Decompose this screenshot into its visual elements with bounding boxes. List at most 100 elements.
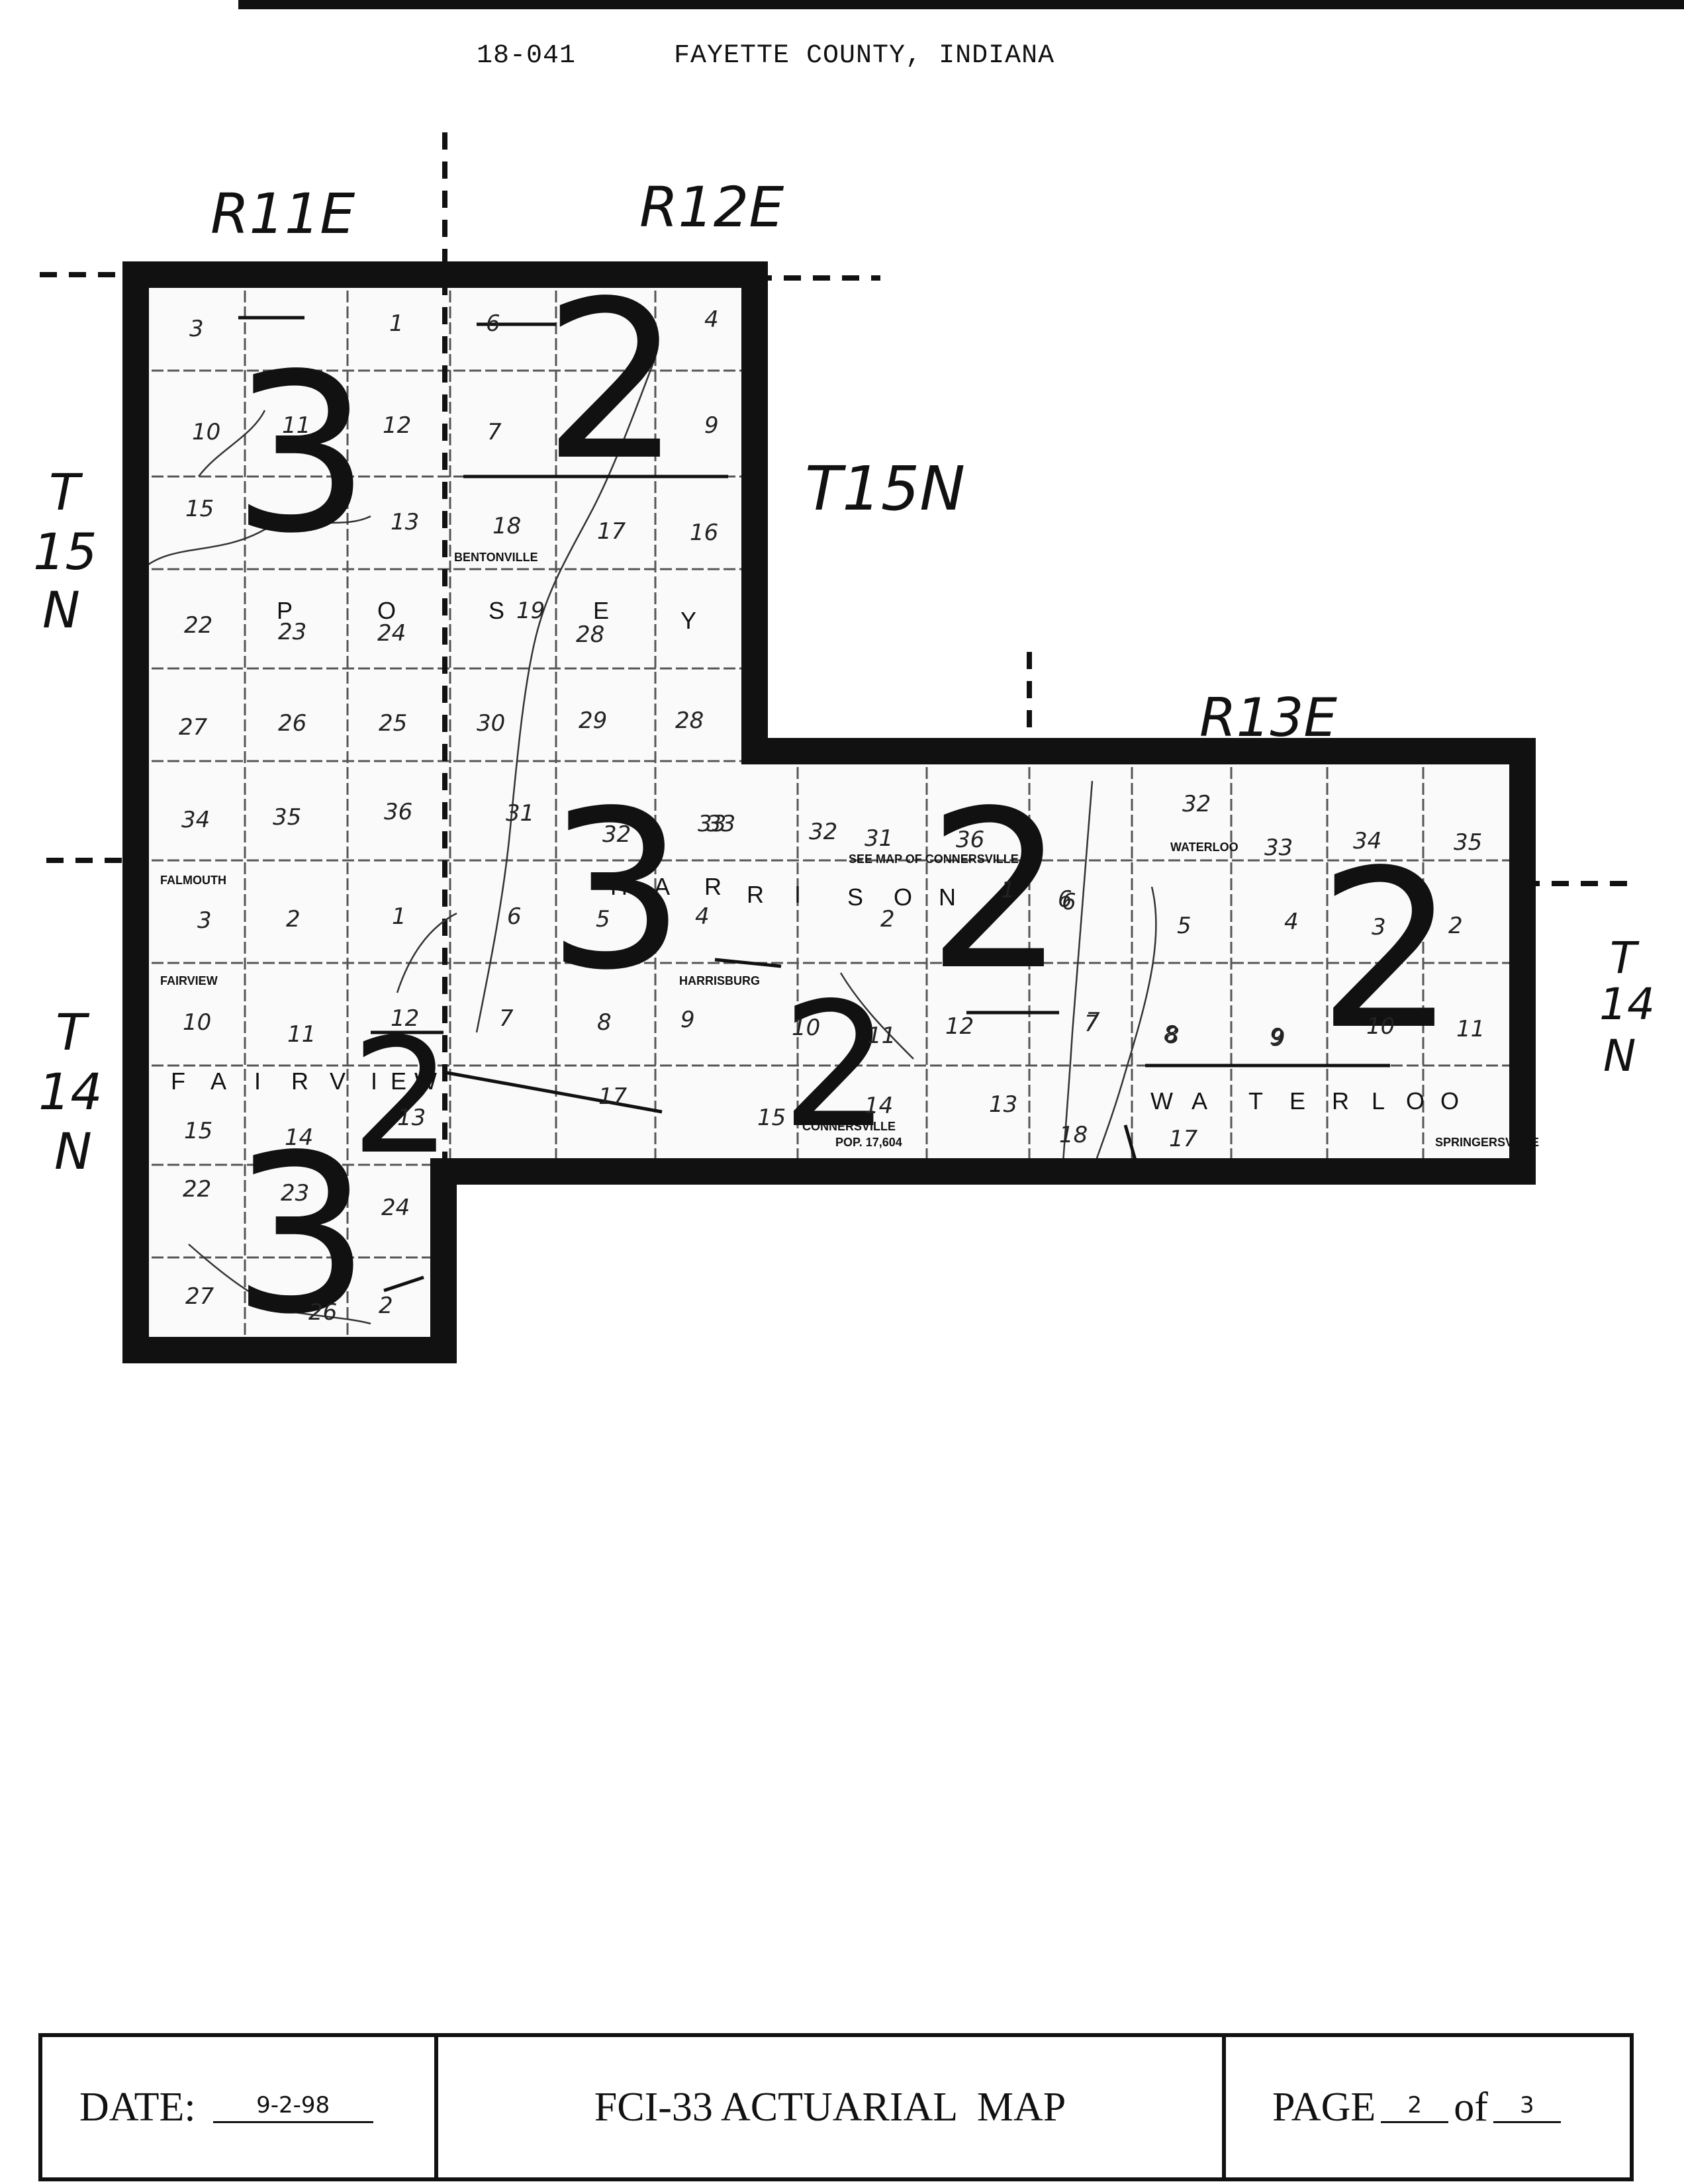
section-number: 28	[675, 707, 704, 734]
section-number: 6	[1062, 889, 1076, 915]
section-number: 11	[282, 412, 310, 439]
section-number: 25	[379, 710, 407, 737]
township-letter: R	[1332, 1087, 1349, 1115]
rating-number: 2	[927, 764, 1066, 1018]
township-letter: O	[1406, 1087, 1425, 1115]
township-label-left-n: N	[42, 580, 80, 639]
place-falmouth: FALMOUTH	[160, 874, 226, 887]
section-number: 22	[184, 612, 212, 639]
section-number: 3	[189, 316, 204, 342]
rating-number: 2	[543, 254, 682, 508]
section-number: 13	[989, 1091, 1017, 1118]
place-connersville: CONNERSVILLE	[802, 1120, 896, 1133]
date-value: 9-2-98	[212, 2092, 373, 2123]
township-letter: A	[1192, 1087, 1207, 1115]
county-title: FAYETTE COUNTY, INDIANA	[674, 41, 1055, 71]
date-label: DATE:	[79, 2084, 196, 2130]
county-boundary	[122, 261, 1536, 1363]
section-number: 28	[576, 621, 604, 648]
township-label-left14-n: N	[54, 1122, 92, 1181]
section-number: 12	[391, 1005, 419, 1032]
section-number: 10	[192, 419, 220, 445]
township-label-left-t: T	[49, 463, 83, 522]
section-number: 26	[278, 710, 306, 737]
page-total: 3	[1493, 2092, 1561, 2123]
section-number: 23	[278, 619, 306, 645]
section-number: 24	[381, 1195, 410, 1221]
section-number: 5	[1177, 913, 1192, 939]
section-number: 10	[792, 1015, 820, 1041]
section-number: 6	[486, 310, 500, 337]
section-number: 4	[695, 903, 710, 930]
section-number: 15	[185, 496, 214, 522]
place-springersville: SPRINGERSVILLE	[1435, 1136, 1539, 1149]
township-letter: Y	[680, 607, 696, 634]
township-letter: I	[254, 1068, 261, 1095]
map-title-cell: FCI-33 ACTUARIAL MAP	[438, 2037, 1226, 2177]
place-harrisburg: HARRISBURG	[679, 974, 760, 987]
section-number: 27	[179, 714, 208, 741]
section-number: 5	[596, 906, 610, 933]
section-number: 7	[1084, 1011, 1099, 1037]
section-number: 1	[1001, 877, 1015, 903]
township-letter: O	[377, 597, 396, 624]
page-label: PAGE	[1272, 2084, 1376, 2130]
place-waterloo: WATERLOO	[1170, 841, 1239, 854]
township-letter: H	[610, 873, 628, 900]
section-number: 31	[865, 825, 893, 852]
section-number: 8	[1164, 1021, 1178, 1048]
township-letter: N	[939, 884, 956, 911]
section-number: 7	[499, 1005, 514, 1032]
section-number: 2	[880, 906, 895, 933]
range-label-r12e: R12E	[639, 175, 784, 240]
section-number: 3	[1372, 914, 1386, 940]
section-number: 26	[308, 1299, 337, 1326]
section-numbers: 3 1 6 4 10 11 12 7 9 15 13 18 17 16 22 2…	[179, 306, 1485, 1326]
township-letter: I	[371, 1068, 377, 1095]
rating-number: 3	[232, 327, 371, 581]
section-number: 34	[181, 807, 210, 833]
section-number: 9	[680, 1007, 695, 1033]
section-number: 30	[477, 710, 505, 737]
rating-number: 2	[1317, 823, 1456, 1077]
date-cell: DATE: 9-2-98	[42, 2037, 438, 2177]
township-letter: E	[1289, 1087, 1305, 1115]
section-number: 2	[1448, 913, 1463, 939]
section-number: 9	[1271, 1025, 1286, 1052]
section-number: 1	[389, 310, 404, 337]
section-number: 18	[492, 513, 521, 539]
township-label-right14-n: N	[1603, 1030, 1636, 1081]
section-number: 6	[507, 903, 522, 930]
rating-number: 2	[781, 966, 890, 1166]
rating-number: 3	[232, 1108, 371, 1362]
township-letter: T	[1248, 1087, 1263, 1115]
map-title: FCI-33 ACTUARIAL MAP	[594, 2084, 1066, 2130]
place-see-map-connersville: SEE MAP OF CONNERSVILLE	[849, 852, 1019, 866]
page-number: 2	[1381, 2092, 1449, 2123]
township-label-t15n: T15N	[805, 453, 965, 524]
township-label-right14-14: 14	[1599, 979, 1655, 1030]
section-number: 29	[579, 707, 607, 734]
section-number: 2	[286, 906, 301, 933]
section-number: 33	[707, 811, 735, 837]
section-number: 4	[704, 306, 719, 333]
section-number: 23	[281, 1180, 309, 1206]
township-letter: O	[1440, 1087, 1459, 1115]
section-number: 15	[757, 1105, 786, 1131]
footer-title-block: DATE: 9-2-98 FCI-33 ACTUARIAL MAP PAGE 2…	[38, 2033, 1634, 2181]
section-number: 14	[285, 1124, 313, 1151]
section-number: 17	[1169, 1126, 1198, 1152]
section-number: 18	[1059, 1122, 1088, 1148]
section-number: 4	[1284, 909, 1299, 935]
township-letter: L	[1372, 1087, 1385, 1115]
place-connersville-pop: POP. 17,604	[835, 1136, 902, 1149]
section-number: 14	[865, 1093, 893, 1119]
section-number: 10	[1366, 1013, 1395, 1040]
rating-number: 3	[547, 764, 686, 1018]
township-letter: R	[704, 873, 722, 900]
township-letter: W	[414, 1068, 437, 1095]
section-number: 7	[487, 419, 502, 445]
section-number: 13	[391, 509, 419, 535]
page-cell: PAGE 2 of 3	[1226, 2037, 1630, 2177]
section-number: 36	[384, 799, 412, 825]
